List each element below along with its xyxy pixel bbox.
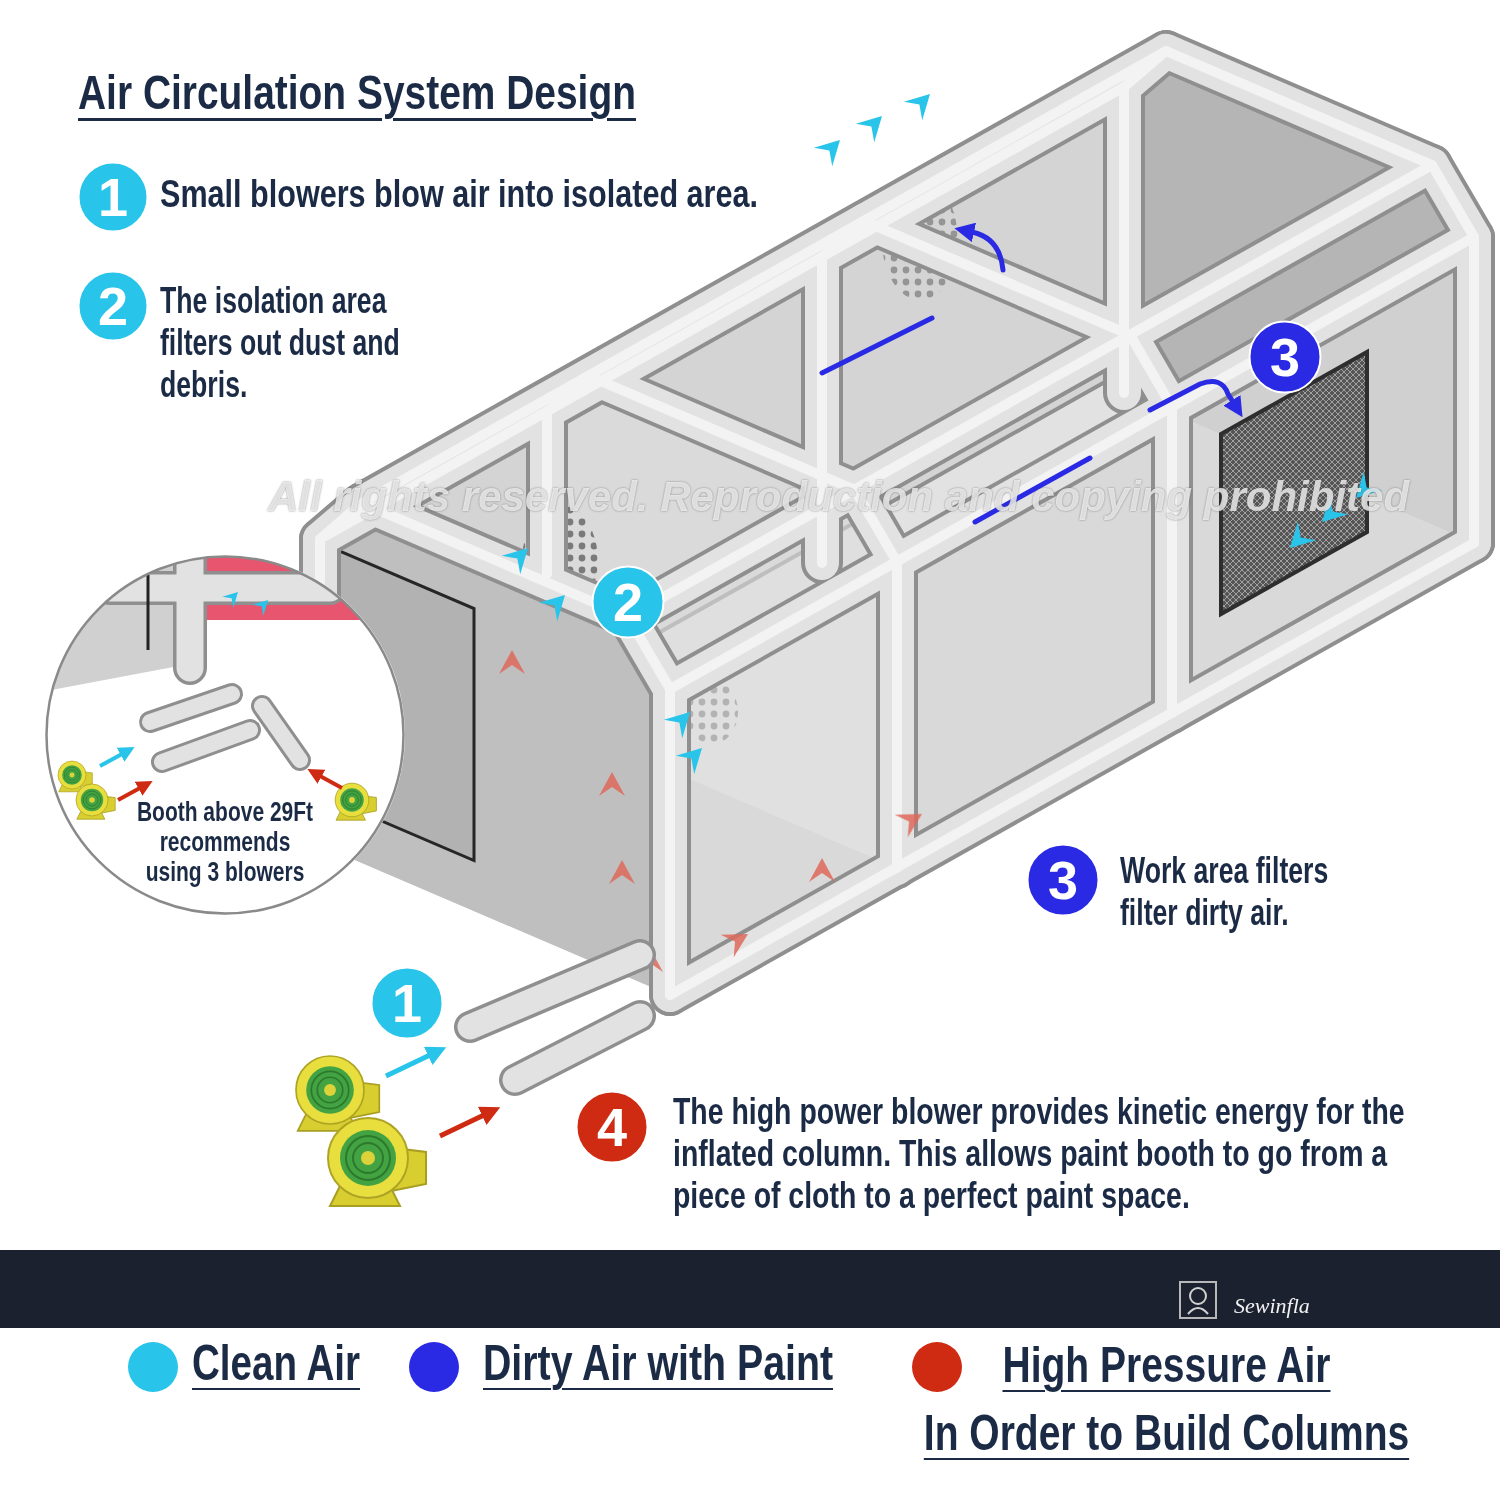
inset-detail <box>100 754 122 766</box>
high-pressure-arrows <box>809 858 835 882</box>
legend-text: High Pressure Air In Order to Build Colu… <box>917 1331 1416 1467</box>
callout-circle: 1 <box>370 966 444 1040</box>
callout-text: The isolation area filters out dust and … <box>160 280 435 406</box>
callout-circle: 2 <box>77 270 149 342</box>
clean-air-arrows <box>539 586 574 621</box>
inset-detail <box>252 594 273 615</box>
callout-number: 1 <box>370 966 444 1040</box>
blowers <box>328 1118 426 1206</box>
line-spacer <box>1338 1331 1416 1391</box>
text-slot: Clean Air <box>192 1333 410 1393</box>
callout-circle: 1 <box>77 161 149 233</box>
legend-swatch <box>409 1342 459 1392</box>
line-spacer <box>917 1331 995 1391</box>
clean-air-arrows <box>664 703 699 738</box>
inset-detail <box>147 575 150 650</box>
text-slot: Work area filters filter dirty air. <box>1120 850 1440 934</box>
inset-detail <box>320 776 342 788</box>
inset-detail <box>40 540 405 820</box>
high-pressure-arrows <box>895 803 929 838</box>
blower-inlet-tubes <box>470 955 640 1080</box>
inset-detail <box>150 694 300 762</box>
high-pressure-arrows <box>499 650 929 972</box>
blower-inlet-tubes <box>470 955 640 1080</box>
text-slot: Dirty Air with Paint <box>483 1333 928 1393</box>
callout-circle: 4 <box>575 1090 649 1164</box>
dirty-air-arrows <box>1150 382 1233 410</box>
high-pressure-arrows <box>609 860 635 884</box>
watermark: All rights reserved. Reproduction and co… <box>268 473 1409 521</box>
clean-air-arrows <box>856 107 891 142</box>
legend-swatch <box>912 1342 962 1392</box>
callout-number: 3 <box>1026 843 1100 917</box>
text-slot: The isolation area filters out dust and … <box>160 280 532 406</box>
clean-air-arrows <box>502 539 537 574</box>
blowers <box>296 1055 484 1206</box>
clean-air-arrows <box>814 131 849 166</box>
callout-number: 4 <box>575 1090 649 1164</box>
inset-circle: Booth above 29Ft recommends using 3 blow… <box>45 555 405 915</box>
legend-swatch <box>128 1342 178 1392</box>
inset-detail <box>222 586 243 607</box>
text-slot: Small blowers blow air into isolated are… <box>160 171 903 217</box>
dirty-air-arrows <box>972 232 1003 270</box>
callout-text: Small blowers blow air into isolated are… <box>160 171 758 217</box>
dirty-air-arrows <box>822 318 932 373</box>
legend-text: Clean Air <box>192 1333 360 1393</box>
clean-air-arrows <box>904 85 939 120</box>
footer-bar <box>1180 1282 1216 1318</box>
inset-note: Booth above 29Ft recommends using 3 blow… <box>132 797 318 887</box>
callout-circle: 3 <box>1026 843 1100 917</box>
callout-circle: 3 <box>1248 320 1322 394</box>
inset-detail <box>40 540 405 915</box>
callout-text: The high power blower provides kinetic e… <box>673 1091 1448 1217</box>
text-slot: All rights reserved. Reproduction and co… <box>268 473 1409 521</box>
callout-number: 1 <box>77 161 149 233</box>
blower-inlet-tubes <box>470 955 640 1080</box>
clean-air-arrows <box>676 739 711 774</box>
title: Air Circulation System Design <box>78 65 636 121</box>
inset-detail <box>150 694 300 762</box>
text-slot: The high power blower provides kinetic e… <box>673 1091 1500 1217</box>
callout-circle: 2 <box>591 565 665 639</box>
footer-bar <box>0 1250 1500 1328</box>
inset-detail <box>76 784 115 819</box>
callout-number: 3 <box>1248 320 1322 394</box>
inset-detail <box>110 540 330 668</box>
blowers <box>386 1055 430 1076</box>
footer-bar <box>0 1250 1500 1328</box>
text-slot: High Pressure Air In Order to Build Colu… <box>917 1331 1500 1467</box>
circle-outline <box>47 557 404 914</box>
callout-text: Work area filters filter dirty air. <box>1120 850 1357 934</box>
high-pressure-arrows <box>721 923 755 958</box>
clean-air-arrows <box>1281 522 1316 557</box>
footer-bar <box>1190 1288 1206 1304</box>
callout-number: 2 <box>77 270 149 342</box>
footer-bar <box>1188 1308 1208 1314</box>
inset-detail <box>222 586 273 615</box>
text-slot: Air Circulation System Design <box>78 65 766 121</box>
inset-detail <box>110 540 330 668</box>
legend-text: Dirty Air with Paint <box>483 1333 833 1393</box>
inset-detail <box>150 694 300 762</box>
high-pressure-arrows <box>499 650 525 674</box>
high-pressure-arrows <box>599 772 625 796</box>
text-slot: Sewinfla <box>1234 1293 1310 1319</box>
inset-detail <box>110 540 330 668</box>
brand-logo-text: Sewinfla <box>1234 1293 1310 1319</box>
blowers <box>440 1115 484 1136</box>
inset-detail <box>118 788 140 800</box>
callout-number: 2 <box>591 565 665 639</box>
